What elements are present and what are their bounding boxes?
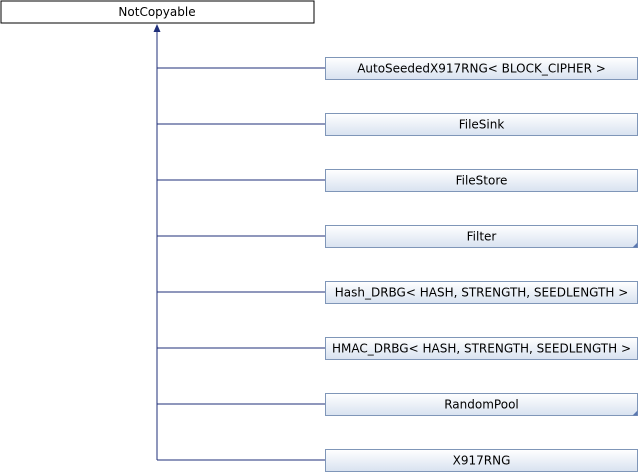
- class-node-x917rng[interactable]: X917RNG: [325, 449, 638, 472]
- base-class-box: [0, 0, 315, 24]
- inheritance-arrowhead: [153, 24, 161, 32]
- class-box-hmac-drbg: [325, 337, 638, 360]
- derived-class-nodes: AutoSeededX917RNG< BLOCK_CIPHER > FileSin…: [325, 57, 638, 472]
- class-node-filesink[interactable]: FileSink: [325, 113, 638, 136]
- class-label-x917rng: X917RNG: [453, 454, 511, 468]
- class-box-filestore: [325, 169, 638, 192]
- base-class-label: NotCopyable: [118, 5, 195, 19]
- class-box-hash-drbg: [325, 281, 638, 304]
- class-box-autoseeded-x917rng: [325, 57, 638, 80]
- class-label-randompool: RandomPool: [444, 398, 519, 412]
- base-class-node[interactable]: NotCopyable: [0, 0, 315, 24]
- more-subclasses-marker: [632, 242, 638, 248]
- class-node-randompool[interactable]: RandomPool: [325, 393, 638, 416]
- class-node-filter[interactable]: Filter: [325, 225, 638, 248]
- class-label-filesink: FileSink: [459, 118, 505, 132]
- class-node-hmac-drbg[interactable]: HMAC_DRBG< HASH, STRENGTH, SEEDLENGTH >: [325, 337, 638, 360]
- class-box-filesink: [325, 113, 638, 136]
- class-label-autoseeded-x917rng: AutoSeededX917RNG< BLOCK_CIPHER >: [357, 62, 606, 76]
- class-node-filestore[interactable]: FileStore: [325, 169, 638, 192]
- class-node-hash-drbg[interactable]: Hash_DRBG< HASH, STRENGTH, SEEDLENGTH >: [325, 281, 638, 304]
- inheritance-edges: [153, 24, 325, 461]
- class-node-autoseeded-x917rng[interactable]: AutoSeededX917RNG< BLOCK_CIPHER >: [325, 57, 638, 80]
- class-label-hmac-drbg: HMAC_DRBG< HASH, STRENGTH, SEEDLENGTH >: [332, 342, 631, 356]
- more-subclasses-marker: [632, 410, 638, 416]
- class-label-filter: Filter: [467, 230, 497, 244]
- class-label-hash-drbg: Hash_DRBG< HASH, STRENGTH, SEEDLENGTH >: [335, 286, 629, 300]
- class-box-randompool: [325, 393, 638, 416]
- class-box-filter: [325, 225, 638, 248]
- class-label-filestore: FileStore: [456, 174, 508, 188]
